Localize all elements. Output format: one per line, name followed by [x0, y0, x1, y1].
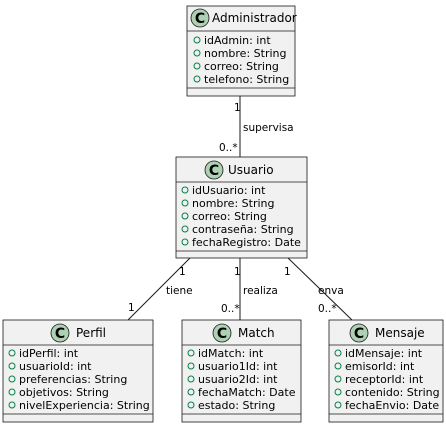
attribute: usuarioId: int [19, 360, 92, 373]
public-visibility-icon [193, 75, 201, 83]
public-visibility-icon [8, 375, 16, 383]
class-badge-letter: C [195, 11, 205, 27]
multiplicity-to: 0..* [318, 303, 337, 315]
relation-supervisa: 1 supervisa 0..* [219, 96, 294, 157]
attribute: fechaRegistro: Date [192, 236, 301, 249]
class-name: Administrador [212, 11, 297, 25]
edge-line [127, 257, 191, 321]
relation-label: tiene [166, 285, 193, 297]
class-box [181, 319, 302, 423]
attribute: correo: String [204, 60, 279, 73]
public-visibility-icon [187, 362, 195, 370]
class-box [175, 156, 308, 259]
attribute: idMensaje: int [345, 347, 423, 360]
attribute: nombre: String [204, 47, 286, 60]
class-perfil[interactable]: C Perfil idPerfil: int usuarioId: int pr… [2, 319, 154, 423]
attribute: idMatch: int [198, 347, 264, 360]
public-visibility-icon [334, 349, 342, 357]
attribute: preferencias: String [19, 373, 127, 386]
class-usuario[interactable]: C Usuario idUsuario: int nombre: String … [175, 156, 308, 259]
class-name: Match [238, 326, 275, 340]
public-visibility-icon [187, 349, 195, 357]
relation-tiene: 1 tiene 1 [127, 257, 193, 321]
class-mensaje[interactable]: C Mensaje idMensaje: int emisorId: int r… [328, 319, 444, 423]
attribute: contenido: String [345, 386, 440, 399]
attribute: idUsuario: int [192, 184, 266, 197]
attribute: emisorId: int [345, 360, 415, 373]
public-visibility-icon [181, 199, 189, 207]
class-badge-letter: C [209, 163, 219, 179]
relation-label: realiza [243, 285, 278, 297]
class-administrador[interactable]: C Administrador idAdmin: int nombre: Str… [186, 5, 297, 97]
public-visibility-icon [8, 401, 16, 409]
multiplicity-from: 1 [234, 266, 241, 278]
class-badge-icon [204, 160, 224, 180]
attribute: fechaMatch: Date [198, 386, 296, 399]
attribute: contraseña: String [192, 223, 294, 236]
attribute: idAdmin: int [204, 34, 271, 47]
class-badge-icon [349, 323, 369, 343]
public-visibility-icon [8, 388, 16, 396]
class-box [2, 319, 154, 423]
class-badge-letter: C [55, 326, 65, 342]
public-visibility-icon [8, 362, 16, 370]
class-badge-icon [50, 323, 70, 343]
public-visibility-icon [334, 401, 342, 409]
attribute: nombre: String [192, 197, 274, 210]
public-visibility-icon [181, 186, 189, 194]
public-visibility-icon [334, 375, 342, 383]
class-name: Usuario [228, 163, 274, 177]
public-visibility-icon [187, 388, 195, 396]
multiplicity-from: 1 [284, 266, 291, 278]
attribute: objetivos: String [19, 386, 109, 399]
attribute: fechaEnvio: Date [345, 399, 439, 412]
attribute: receptorId: int [345, 373, 424, 386]
class-badge-icon [190, 8, 210, 28]
class-match[interactable]: C Match idMatch: int usuario1Id: int usu… [181, 319, 302, 423]
class-badge-letter: C [354, 326, 364, 342]
relation-envia: 1 enva 0..* [284, 257, 353, 321]
public-visibility-icon [181, 225, 189, 233]
class-name: Perfil [76, 326, 106, 340]
public-visibility-icon [187, 401, 195, 409]
multiplicity-from: 1 [234, 102, 241, 114]
attribute: idPerfil: int [19, 347, 79, 360]
relation-label: supervisa [243, 122, 294, 134]
public-visibility-icon [334, 362, 342, 370]
relation-realiza: 1 realiza 0..* [221, 258, 278, 320]
attribute: nivelExperiencia: String [19, 399, 150, 412]
public-visibility-icon [193, 62, 201, 70]
public-visibility-icon [193, 49, 201, 57]
attribute: correo: String [192, 210, 267, 223]
public-visibility-icon [181, 212, 189, 220]
public-visibility-icon [187, 375, 195, 383]
attribute: estado: String [198, 399, 275, 412]
public-visibility-icon [193, 36, 201, 44]
attribute: usuario2Id: int [198, 373, 278, 386]
public-visibility-icon [334, 388, 342, 396]
multiplicity-to: 1 [128, 302, 135, 314]
public-visibility-icon [181, 238, 189, 246]
class-badge-icon [212, 323, 232, 343]
edge-line [287, 257, 353, 321]
attribute: usuario1Id: int [198, 360, 278, 373]
class-badge-letter: C [217, 326, 227, 342]
attribute: telefono: String [204, 73, 289, 86]
multiplicity-from: 1 [179, 266, 186, 278]
class-name: Mensaje [375, 326, 425, 340]
public-visibility-icon [8, 349, 16, 357]
multiplicity-to: 0..* [221, 303, 240, 315]
multiplicity-to: 0..* [219, 142, 238, 154]
relation-label: enva [318, 285, 344, 297]
class-box [328, 319, 444, 423]
